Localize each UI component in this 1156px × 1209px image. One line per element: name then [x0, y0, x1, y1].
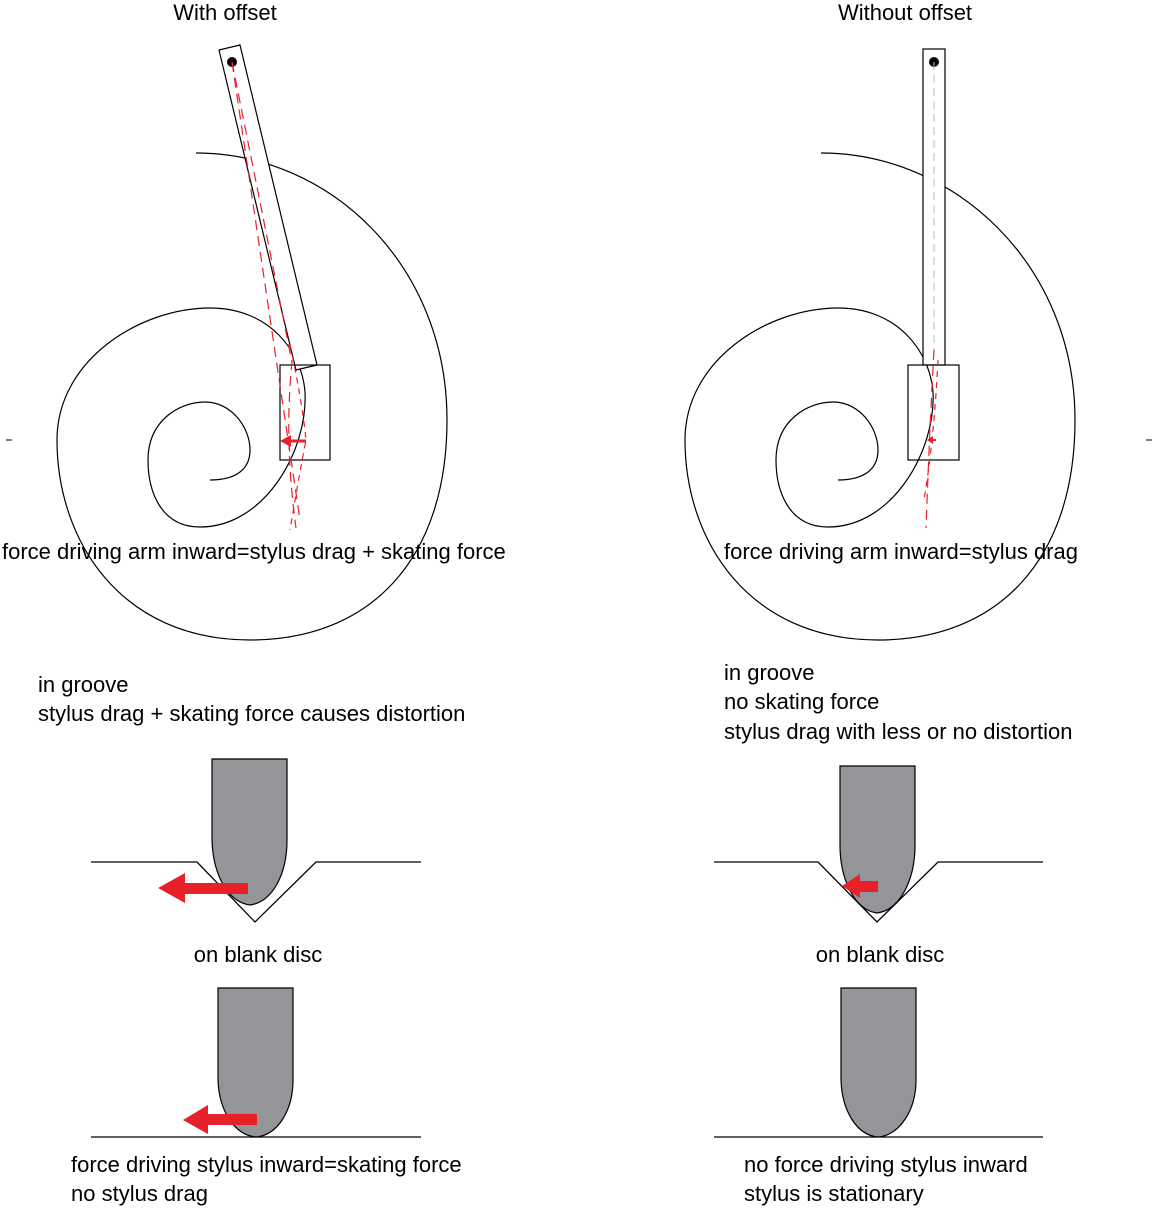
- left-blank-force-arrow: [183, 1105, 257, 1134]
- left-groove-line-1: in groove: [38, 672, 129, 697]
- left-blank-line-2: no stylus drag: [71, 1181, 208, 1206]
- right-blank-line-2: stylus is stationary: [744, 1181, 924, 1206]
- left-title: With offset: [173, 0, 277, 25]
- right-title: Without offset: [838, 0, 972, 25]
- right-groove-line-1: in groove: [724, 660, 815, 685]
- left-groove-diagram: [91, 758, 421, 923]
- left-groove-force-arrow: [158, 873, 248, 903]
- right-stylus-drag-arrow: [927, 436, 936, 444]
- right-groove-profile: [714, 861, 1043, 923]
- left-skating-force-arrow: [280, 435, 306, 447]
- right-groove-line-2: no skating force: [724, 689, 879, 714]
- right-blank-heading: on blank disc: [816, 942, 944, 967]
- left-tonearm: [218, 44, 318, 371]
- right-arm-caption: force driving arm inward=stylus drag: [724, 539, 1078, 564]
- left-blank-heading: on blank disc: [194, 942, 322, 967]
- right-groove-diagram: [714, 765, 1043, 923]
- right-dashed-lines: [923, 62, 939, 529]
- left-blank-diagram: [91, 987, 421, 1138]
- right-spiral-record: [684, 152, 1076, 641]
- right-blank-stylus: [840, 987, 917, 1138]
- left-headshell: [279, 364, 331, 461]
- right-groove-line-3: stylus drag with less or no distortion: [724, 719, 1073, 744]
- left-spiral-record: [56, 152, 448, 641]
- right-blank-diagram: [714, 987, 1043, 1138]
- left-groove-line-2: stylus drag + skating force causes disto…: [38, 701, 465, 726]
- left-blank-stylus: [217, 987, 294, 1138]
- right-groove-force-arrow: [842, 874, 878, 898]
- right-blank-line-1: no force driving stylus inward: [744, 1152, 1028, 1177]
- left-blank-line-1: force driving stylus inward=skating forc…: [71, 1152, 462, 1177]
- left-groove-profile: [91, 861, 421, 923]
- left-groove-stylus: [211, 758, 288, 906]
- right-headshell: [907, 364, 960, 461]
- left-arm-caption: force driving arm inward=stylus drag + s…: [2, 539, 506, 564]
